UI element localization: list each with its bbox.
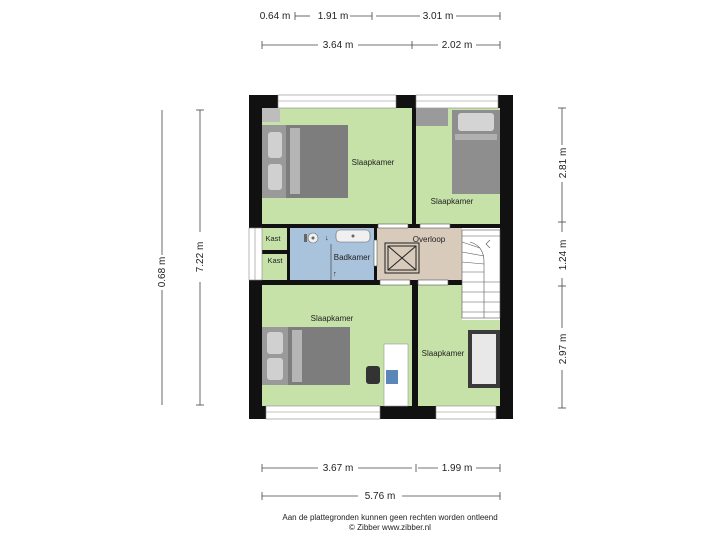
room-closet-1 xyxy=(262,228,287,250)
label-closet-2: Kast xyxy=(267,256,283,265)
label-bathroom: Badkamer xyxy=(334,253,371,262)
dim-top-4: 3.64 m xyxy=(323,40,354,51)
top-dimension-row-2 xyxy=(261,41,501,49)
footer-disclaimer: Aan de plattegronden kunnen geen rechten… xyxy=(282,513,497,522)
top-dimension-row-1 xyxy=(294,12,501,20)
bottom-dimension-row-2 xyxy=(261,492,501,500)
shower-icon xyxy=(304,232,319,244)
stairwell-lower xyxy=(462,285,500,320)
dim-top-1: 0.64 m xyxy=(260,11,291,22)
bath-arrow-icon: ↑ xyxy=(333,269,337,278)
label-closet-1: Kast xyxy=(265,234,281,243)
wardrobe-inner-icon xyxy=(472,334,496,384)
single-bed-ne xyxy=(452,110,500,194)
dim-bottom-1: 3.67 m xyxy=(323,463,354,474)
label-landing: Overloop xyxy=(413,235,446,244)
cabinet-icon xyxy=(416,108,448,126)
left-dimension-lines xyxy=(161,109,204,406)
attic-hatch-icon xyxy=(384,242,420,274)
dim-top-3: 3.01 m xyxy=(423,11,454,22)
doors xyxy=(373,223,451,286)
dim-bottom-2: 1.99 m xyxy=(442,463,473,474)
bottom-dimension-row-1 xyxy=(261,464,501,472)
label-bedroom-sw: Slaapkamer xyxy=(311,314,354,323)
label-bedroom-ne: Slaapkamer xyxy=(431,197,474,206)
staircase-icon xyxy=(461,229,501,319)
double-bed-nw xyxy=(262,125,348,198)
desk-chair-icon xyxy=(366,366,398,384)
windows xyxy=(248,94,499,420)
dim-left-inner: 7.22 m xyxy=(195,242,206,273)
shower-arrow-icon: ↓ xyxy=(325,233,329,242)
double-bed-sw xyxy=(262,327,350,385)
dim-right-3: 2.97 m xyxy=(558,334,569,365)
label-bedroom-nw: Slaapkamer xyxy=(352,158,395,167)
dim-right-1: 2.81 m xyxy=(558,148,569,179)
right-dimension-lines xyxy=(558,107,566,409)
sink-icon xyxy=(335,229,371,243)
label-bedroom-se: Slaapkamer xyxy=(422,349,465,358)
dim-left-outer: 0.68 m xyxy=(157,257,168,288)
nightstand-icon xyxy=(262,108,280,122)
dim-top-5: 2.02 m xyxy=(442,40,473,51)
dim-top-2: 1.91 m xyxy=(318,11,349,22)
dim-bottom-total: 5.76 m xyxy=(365,491,396,502)
footer-copyright: © Zibber www.zibber.nl xyxy=(349,523,431,532)
room-closet-2 xyxy=(262,254,287,280)
dim-right-2: 1.24 m xyxy=(558,240,569,271)
